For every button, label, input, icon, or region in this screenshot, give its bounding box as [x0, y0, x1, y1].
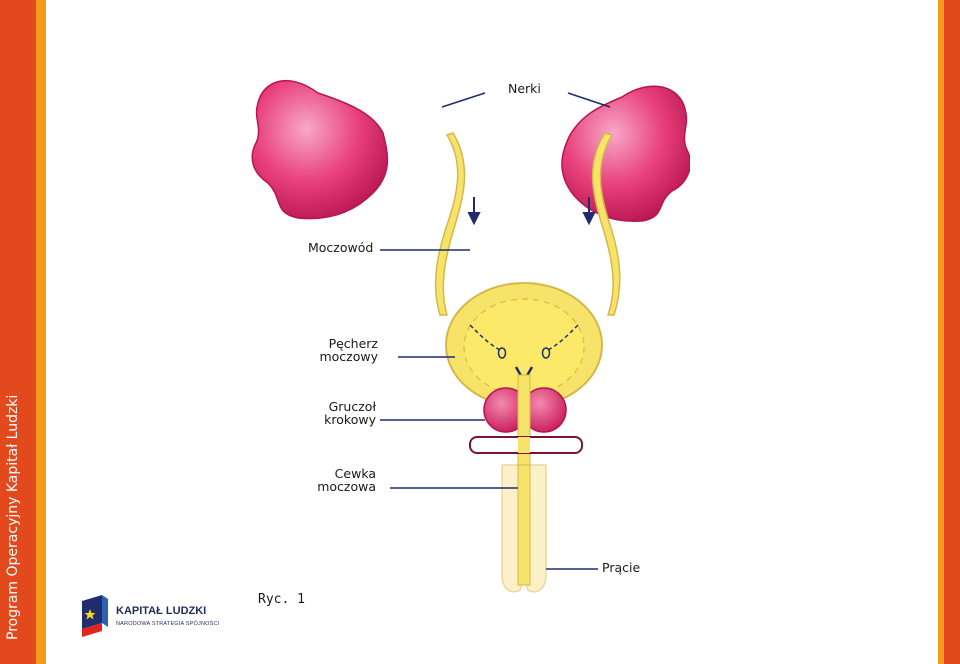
right-accent-stripe [938, 0, 944, 664]
label-pecherz-line2: moczowy [319, 349, 378, 364]
right-kidney [561, 85, 690, 222]
bladder-ureter-openings [469, 324, 579, 359]
left-kidney [251, 79, 389, 220]
label-gruczol-line2: krokowy [324, 412, 376, 427]
figure-caption: Ryc. 1 [258, 592, 305, 607]
bladder-inner [463, 298, 585, 396]
leader-lines [380, 92, 611, 570]
label-moczowod: Moczowód [308, 240, 374, 255]
left-accent-stripe [36, 0, 46, 664]
label-nerki: Nerki [508, 81, 541, 96]
left-accent-bar [0, 0, 36, 664]
left-ureter [434, 132, 466, 316]
label-pracie: Prącie [602, 560, 641, 575]
label-cewka-line2: moczowa [317, 479, 376, 494]
label-pecherz-line1: Pęcherz [328, 336, 378, 351]
label-cewka-line1: Cewka [334, 466, 376, 481]
flow-arrow-left [467, 197, 481, 226]
flow-arrow-right [582, 197, 596, 226]
logo-title: KAPITAŁ LUDZKI [116, 605, 207, 617]
right-accent-bar [944, 0, 960, 664]
logo-subtitle: NARODOWA STRATEGIA SPÓJNOŚCI [116, 621, 220, 627]
logo-flag-icon [82, 595, 108, 637]
program-vertical-title: Program Operacyjny Kapitał Ludzki [5, 394, 21, 640]
label-gruczol-line1: Gruczoł [328, 399, 376, 414]
urinary-system-diagram: Nerki Moczowód Pęcherz moczowy Gruczoł k… [250, 75, 690, 610]
right-ureter [591, 132, 621, 316]
diagram-drawing [251, 79, 690, 593]
kapital-ludzki-logo: KAPITAŁ LUDZKI NARODOWA STRATEGIA SPÓJNO… [80, 595, 240, 637]
